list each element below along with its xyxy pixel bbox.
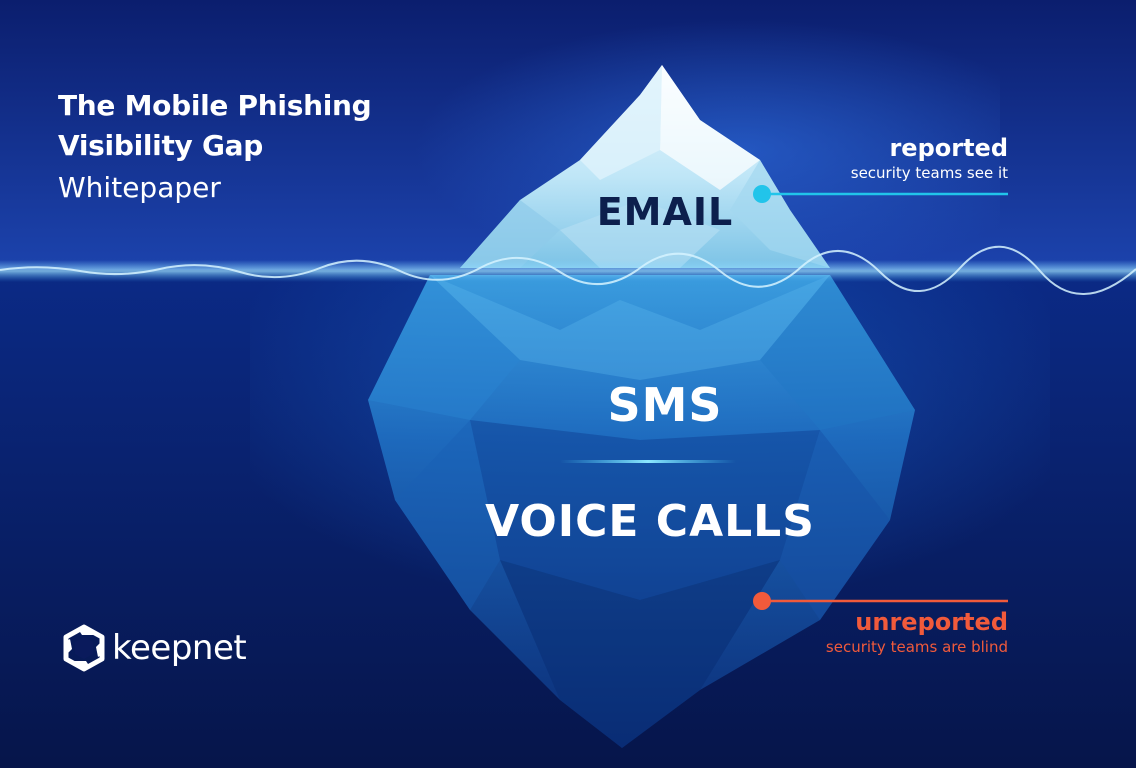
unreported-callout-line <box>753 592 1008 610</box>
reported-title: reported <box>889 134 1008 162</box>
keepnet-logo-icon <box>63 624 105 672</box>
brand-name: keepnet <box>112 628 247 668</box>
sms-label: SMS <box>607 378 723 432</box>
voice-calls-label: VOICE CALLS <box>485 496 815 547</box>
title-line-2: Visibility Gap <box>58 129 263 162</box>
iceberg-tip <box>460 65 830 268</box>
unreported-title: unreported <box>855 608 1008 636</box>
page-title: The Mobile Phishing Visibility Gap <box>58 86 372 166</box>
email-label: EMAIL <box>596 190 734 234</box>
iceberg-underwater <box>368 275 915 748</box>
page-subtitle: Whitepaper <box>58 171 221 204</box>
reported-callout-line <box>753 185 1008 203</box>
unreported-subtitle: security teams are blind <box>825 638 1008 656</box>
layer-divider <box>560 460 736 463</box>
brand-logo: keepnet <box>60 620 247 676</box>
reported-subtitle: security teams see it <box>850 164 1008 182</box>
title-line-1: The Mobile Phishing <box>58 89 372 122</box>
